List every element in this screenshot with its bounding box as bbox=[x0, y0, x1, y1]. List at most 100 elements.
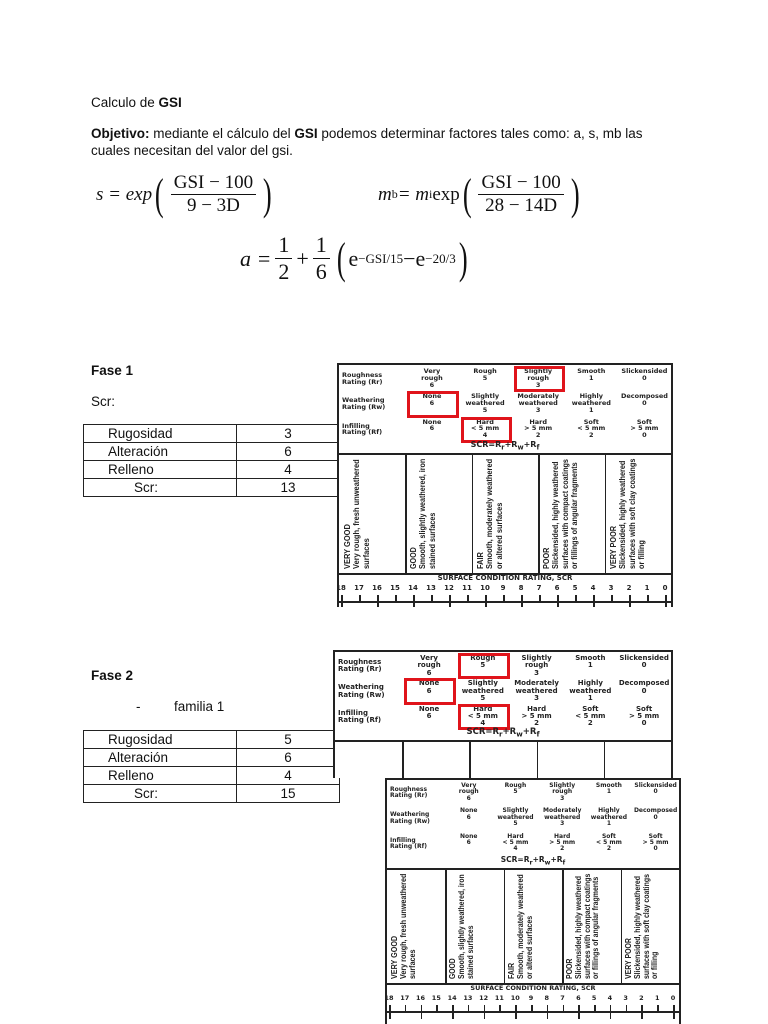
rating-option: Slightly rough 3 bbox=[521, 654, 552, 677]
scale-title: SURFACE CONDITION RATING, SCR bbox=[470, 984, 596, 992]
rating-option: Hard < 5 mm 4 bbox=[467, 704, 498, 728]
scale-tick bbox=[594, 1005, 596, 1011]
divider bbox=[339, 453, 671, 455]
scale-tick bbox=[539, 595, 541, 601]
scale-label: 7 bbox=[560, 994, 565, 1002]
selected-highlight bbox=[404, 678, 456, 705]
scale-label: 1 bbox=[654, 994, 660, 1002]
rating-option: Decomposed 0 bbox=[620, 392, 668, 408]
scale-label: 14 bbox=[447, 994, 457, 1002]
scale-tick bbox=[395, 595, 397, 601]
row-label: Alteración bbox=[83, 442, 237, 461]
row-value: 4 bbox=[236, 460, 340, 479]
a-lhs: a = bbox=[240, 245, 272, 271]
scale-tick bbox=[531, 1005, 533, 1011]
scale-label: 10 bbox=[480, 584, 490, 592]
rating-option: Rough 5 bbox=[470, 654, 496, 670]
table-row: Scr:15 bbox=[83, 784, 340, 803]
scale-label: 2 bbox=[626, 584, 632, 592]
class-description: stained surfaces bbox=[465, 925, 475, 979]
rating-option: Very rough 6 bbox=[421, 367, 443, 389]
rating-option: Slightly weathered 5 bbox=[461, 679, 504, 703]
class-description: or fillings of angular fragments bbox=[591, 876, 601, 979]
scr-formula: SCR=Rr+Rw+Rf bbox=[470, 440, 540, 452]
rating-label: Weathering Rating (Rw) bbox=[342, 396, 386, 412]
scale-label: 1 bbox=[644, 584, 650, 592]
doc-title: Calculo de GSI bbox=[91, 95, 182, 110]
scale-tick bbox=[657, 1005, 659, 1011]
class-description: or altered surfaces bbox=[524, 915, 534, 979]
divider bbox=[387, 983, 679, 985]
selected-highlight bbox=[457, 703, 510, 730]
rating-option: Soft < 5 mm 2 bbox=[595, 832, 622, 853]
rating-option: Smooth 1 bbox=[595, 782, 622, 796]
rating-label: Weathering Rating (Rw) bbox=[390, 811, 430, 825]
row-value: 13 bbox=[236, 478, 340, 497]
scale-tick bbox=[436, 1005, 438, 1011]
paren: ( bbox=[336, 233, 346, 283]
scale-label: 12 bbox=[444, 584, 454, 592]
selected-highlight bbox=[457, 653, 510, 680]
rating-option: Highly weathered 1 bbox=[569, 679, 612, 703]
row-value: 3 bbox=[236, 424, 340, 443]
rating-option: Rough 5 bbox=[473, 367, 497, 382]
title-prefix: Calculo de bbox=[91, 95, 159, 110]
title-bold: GSI bbox=[158, 95, 182, 110]
scale-label: 4 bbox=[607, 994, 613, 1002]
scale-label: 13 bbox=[463, 994, 473, 1002]
scale-tick bbox=[562, 1005, 565, 1011]
scale-tick bbox=[404, 1005, 407, 1011]
rating-label: Infilling Rating (Rf) bbox=[338, 708, 382, 724]
class-description: Slickensided, highly weathered bbox=[616, 460, 627, 569]
rating-option: Hard < 5 mm 4 bbox=[471, 417, 500, 440]
scale-label: 15 bbox=[390, 584, 400, 592]
e1: e bbox=[348, 245, 359, 271]
rating-option: Soft < 5 mm 2 bbox=[577, 417, 606, 440]
objective-text-2: podemos determinar factores tales como: … bbox=[317, 126, 643, 141]
paren: ( bbox=[462, 169, 472, 219]
divider bbox=[469, 740, 471, 778]
divider bbox=[536, 740, 539, 778]
rating-option: Decomposed 0 bbox=[618, 679, 670, 695]
denominator: 28 − 14D bbox=[485, 195, 558, 216]
scale-tick bbox=[503, 595, 505, 601]
class-description: surfaces bbox=[360, 538, 371, 569]
divider bbox=[387, 868, 679, 870]
rating-option: Slickensided 0 bbox=[619, 654, 669, 670]
rating-option: Decomposed 0 bbox=[633, 807, 678, 821]
scr-formula: SCR=Rr+Rw+Rf bbox=[500, 855, 566, 867]
class-description: or filling bbox=[635, 540, 646, 569]
scale-tick bbox=[611, 595, 613, 601]
class-description: surfaces bbox=[407, 949, 417, 979]
scale-label: 11 bbox=[462, 584, 472, 592]
mb-exp: exp bbox=[432, 183, 460, 205]
rating-label: Roughness Rating (Rr) bbox=[390, 786, 428, 800]
divider bbox=[603, 740, 606, 778]
paren: ) bbox=[263, 169, 272, 219]
rating-option: None 6 bbox=[418, 704, 440, 720]
scale-tick bbox=[467, 595, 469, 601]
scale-label: 2 bbox=[639, 994, 644, 1002]
mb-lhs: m bbox=[378, 183, 392, 205]
rating-option: Smooth 1 bbox=[577, 367, 606, 382]
scale-label: 17 bbox=[354, 584, 364, 592]
scale-label: 16 bbox=[416, 994, 426, 1002]
selected-highlight bbox=[460, 416, 512, 443]
row-value: 5 bbox=[236, 730, 340, 749]
scale-label: 11 bbox=[494, 994, 504, 1002]
scale-label: 3 bbox=[623, 994, 628, 1002]
table-row: Scr:13 bbox=[83, 478, 340, 497]
row-value: 15 bbox=[236, 784, 340, 803]
